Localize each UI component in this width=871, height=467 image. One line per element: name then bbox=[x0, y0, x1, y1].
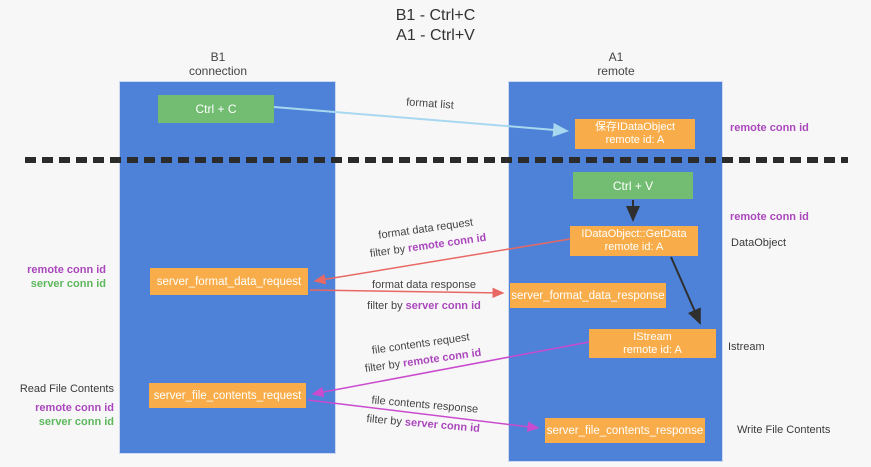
node-istream-line2: remote id: A bbox=[623, 343, 682, 356]
filter-key: server conn id bbox=[405, 300, 481, 312]
node-save-idataobject-line1: 保存IDataObject bbox=[594, 121, 676, 133]
label-format-data-response: format data response filter by server co… bbox=[358, 275, 490, 317]
label-read-file-contents: Read File Contents bbox=[19, 383, 114, 395]
node-server-file-contents-request-label: server_file_contents_request bbox=[153, 389, 302, 402]
node-server-format-data-request: server_format_data_request bbox=[150, 268, 308, 295]
label-format-data-request: format data request filter by remote con… bbox=[341, 209, 512, 266]
node-istream-line1: IStream bbox=[633, 330, 672, 343]
label-format-list-text: format list bbox=[405, 96, 455, 112]
node-server-format-data-response: server_format_data_response bbox=[510, 283, 666, 308]
node-ctrl-c-label: Ctrl + C bbox=[195, 102, 237, 116]
filter-key: server conn id bbox=[404, 416, 481, 435]
title-line-2: A1 - Ctrl+V bbox=[396, 27, 475, 44]
label-remote-conn-id-mid-right: remote conn id bbox=[730, 211, 809, 223]
left-column-name: B1 bbox=[210, 50, 226, 64]
label-format-data-response-filter: filter by server conn id bbox=[358, 296, 490, 317]
node-server-file-contents-response: server_file_contents_response bbox=[545, 418, 705, 443]
label-format-list: format list bbox=[355, 93, 505, 115]
right-column-name: A1 bbox=[608, 50, 624, 64]
filter-prefix: filter by bbox=[369, 242, 409, 261]
label-dataobject: DataObject bbox=[731, 237, 787, 249]
left-column-header: B1 connection bbox=[143, 50, 293, 78]
diagram-title: B1 - Ctrl+C A1 - Ctrl+V bbox=[0, 6, 871, 46]
label-istream: Istream bbox=[728, 341, 765, 353]
label-conn-ids-mid-left: remote conn id server conn id bbox=[10, 264, 106, 291]
label-remote-conn-id-top-right: remote conn id bbox=[730, 122, 809, 134]
node-server-format-data-request-label: server_format_data_request bbox=[156, 275, 302, 288]
machine-boundary-dashed-line bbox=[25, 157, 848, 163]
right-column-header: A1 remote bbox=[541, 50, 691, 78]
node-ctrl-v-label: Ctrl + V bbox=[612, 178, 654, 193]
node-server-file-contents-request: server_file_contents_request bbox=[149, 383, 306, 408]
node-istream: IStream remote id: A bbox=[589, 329, 716, 358]
filter-prefix: filter by bbox=[367, 300, 406, 312]
right-column-subtitle: remote bbox=[597, 64, 635, 78]
label-file-contents-request: file contents request filter by remote c… bbox=[336, 324, 507, 381]
node-save-idataobject-line2: remote id: A bbox=[605, 134, 665, 146]
node-ctrl-c: Ctrl + C bbox=[158, 95, 274, 123]
label-conn-ids-bottom-left: remote conn id server conn id bbox=[10, 402, 114, 429]
node-server-format-data-response-label: server_format_data_response bbox=[511, 289, 665, 302]
label-remote-conn-id-mid-left: remote conn id bbox=[27, 264, 106, 276]
node-idataobject-getdata: IDataObject::GetData remote id: A bbox=[570, 226, 698, 256]
left-column-subtitle: connection bbox=[188, 64, 248, 78]
node-idataobject-getdata-line2: remote id: A bbox=[604, 241, 664, 253]
node-ctrl-v: Ctrl + V bbox=[573, 172, 693, 199]
label-write-file-contents: Write File Contents bbox=[737, 424, 831, 436]
label-server-conn-id-mid-left: server conn id bbox=[30, 277, 106, 290]
filter-prefix: filter by bbox=[364, 357, 404, 376]
node-server-file-contents-response-label: server_file_contents_response bbox=[546, 424, 704, 437]
label-file-contents-response: file contents response filter by server … bbox=[339, 389, 510, 441]
node-save-idataobject: 保存IDataObject remote id: A bbox=[575, 119, 695, 149]
label-remote-conn-id-bottom-left: remote conn id bbox=[35, 402, 114, 414]
node-idataobject-getdata-line1: IDataObject::GetData bbox=[581, 228, 687, 240]
title-line-1: B1 - Ctrl+C bbox=[395, 7, 476, 24]
label-server-conn-id-bottom-left: server conn id bbox=[38, 415, 114, 428]
filter-prefix: filter by bbox=[366, 413, 406, 429]
label-format-data-response-title: format data response bbox=[372, 279, 476, 291]
